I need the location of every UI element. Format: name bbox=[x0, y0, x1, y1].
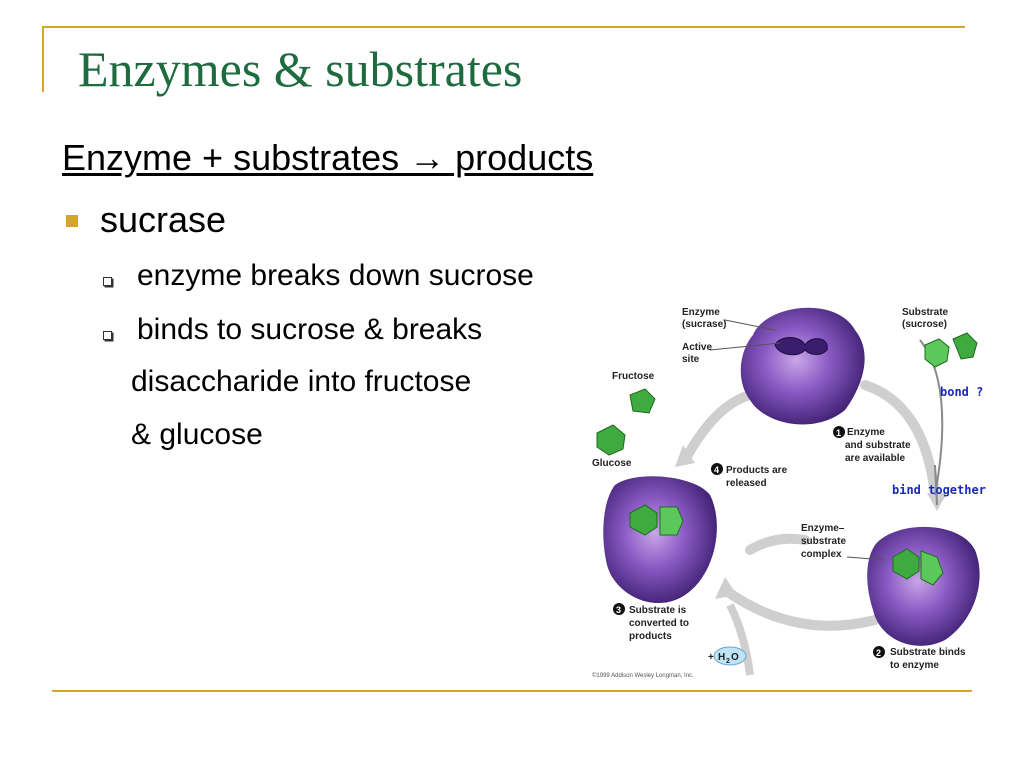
arrow-bottom-left bbox=[720, 585, 880, 631]
leader-line bbox=[709, 342, 781, 351]
step2-line2: to enzyme bbox=[890, 660, 939, 671]
arrowhead bbox=[675, 445, 695, 467]
frame-left-line bbox=[42, 26, 44, 92]
step2-line1: Substrate binds bbox=[890, 647, 966, 658]
step3-line3: products bbox=[629, 631, 672, 642]
label-glucose: Glucose bbox=[592, 458, 632, 469]
enzyme-cycle-diagram: Enzyme (sucrase) Active site Substrate (… bbox=[575, 295, 1005, 685]
svg-text:+: + bbox=[708, 652, 714, 663]
equation-heading: Enzyme + substrates → products bbox=[62, 137, 594, 178]
bullet-sucrase: sucrase bbox=[100, 199, 227, 240]
glucose-shape bbox=[596, 424, 626, 456]
label-sucrase: (sucrase) bbox=[682, 319, 726, 330]
copyright: ©1999 Addison Wesley Longman, Inc. bbox=[592, 672, 694, 679]
label-sucrose: (sucrose) bbox=[902, 319, 947, 330]
label-complex-2: substrate bbox=[801, 536, 846, 547]
note-bond: bond ? bbox=[940, 385, 983, 399]
arrowhead bbox=[715, 577, 737, 599]
frame-bottom-line bbox=[52, 690, 972, 692]
step4-line2: released bbox=[726, 478, 767, 489]
svg-text:H: H bbox=[718, 652, 725, 663]
sub-bullet-2-line-3: & glucose bbox=[131, 418, 263, 451]
slide-title: Enzymes & substrates bbox=[78, 41, 523, 97]
free-substrate-shape bbox=[924, 332, 978, 368]
step3-line2: converted to bbox=[629, 618, 689, 629]
label-complex-1: Enzyme– bbox=[801, 523, 845, 534]
active-site-shape bbox=[774, 337, 828, 356]
square-bullet-icon bbox=[66, 215, 78, 227]
svg-text:2: 2 bbox=[876, 648, 881, 658]
enzyme-top-shape bbox=[740, 307, 865, 425]
label-site: site bbox=[682, 354, 700, 365]
step-3-marker: 3 bbox=[613, 603, 625, 615]
label-complex-3: complex bbox=[801, 549, 842, 560]
svg-text:3: 3 bbox=[616, 605, 621, 615]
sub-bullet-2-line-2: disaccharide into fructose bbox=[131, 365, 472, 398]
substrate-path bbox=[934, 464, 938, 506]
step-2-marker: 2 bbox=[873, 646, 885, 658]
enzyme-right-shape bbox=[867, 526, 980, 646]
frame-top-line bbox=[43, 26, 965, 28]
step1-line1: Enzyme bbox=[847, 427, 885, 438]
arrow-right-down bbox=[860, 380, 940, 500]
svg-text:O: O bbox=[731, 652, 739, 663]
fructose-shape bbox=[629, 388, 656, 414]
label-substrate: Substrate bbox=[902, 307, 949, 318]
arrow-products-left bbox=[745, 533, 810, 555]
step4-line1: Products are bbox=[726, 465, 788, 476]
enzyme-left-shape bbox=[603, 476, 717, 604]
hollow-square-bullet-icon bbox=[103, 331, 112, 340]
leader-line bbox=[846, 556, 886, 561]
note-bind-together: bind together bbox=[892, 483, 986, 497]
label-fructose: Fructose bbox=[612, 371, 655, 382]
sub-bullet-2-line-1: binds to sucrose & breaks bbox=[137, 313, 483, 346]
products-on-enzyme bbox=[629, 504, 684, 536]
step-1-marker: 1 bbox=[833, 426, 845, 438]
label-active: Active bbox=[682, 342, 712, 353]
arrow-left-up bbox=[680, 390, 755, 465]
svg-text:4: 4 bbox=[714, 465, 719, 475]
step-4-marker: 4 bbox=[711, 463, 723, 475]
substrate-complex-shape bbox=[892, 548, 944, 586]
sub-bullet-1: enzyme breaks down sucrose bbox=[137, 259, 534, 292]
step1-line2: and substrate bbox=[845, 440, 911, 451]
svg-text:2: 2 bbox=[726, 658, 730, 665]
enzyme-cycle-svg: Enzyme (sucrase) Active site Substrate (… bbox=[592, 307, 986, 679]
svg-text:1: 1 bbox=[836, 428, 841, 438]
label-enzyme: Enzyme bbox=[682, 307, 720, 318]
water-arrow bbox=[726, 603, 754, 676]
step1-line3: are available bbox=[845, 453, 905, 464]
step3-line1: Substrate is bbox=[629, 605, 687, 616]
cycle-arrows bbox=[680, 380, 940, 631]
hollow-square-bullet-icon bbox=[103, 277, 112, 286]
leader-line bbox=[724, 319, 776, 331]
water-label: + H 2 O bbox=[708, 646, 747, 666]
